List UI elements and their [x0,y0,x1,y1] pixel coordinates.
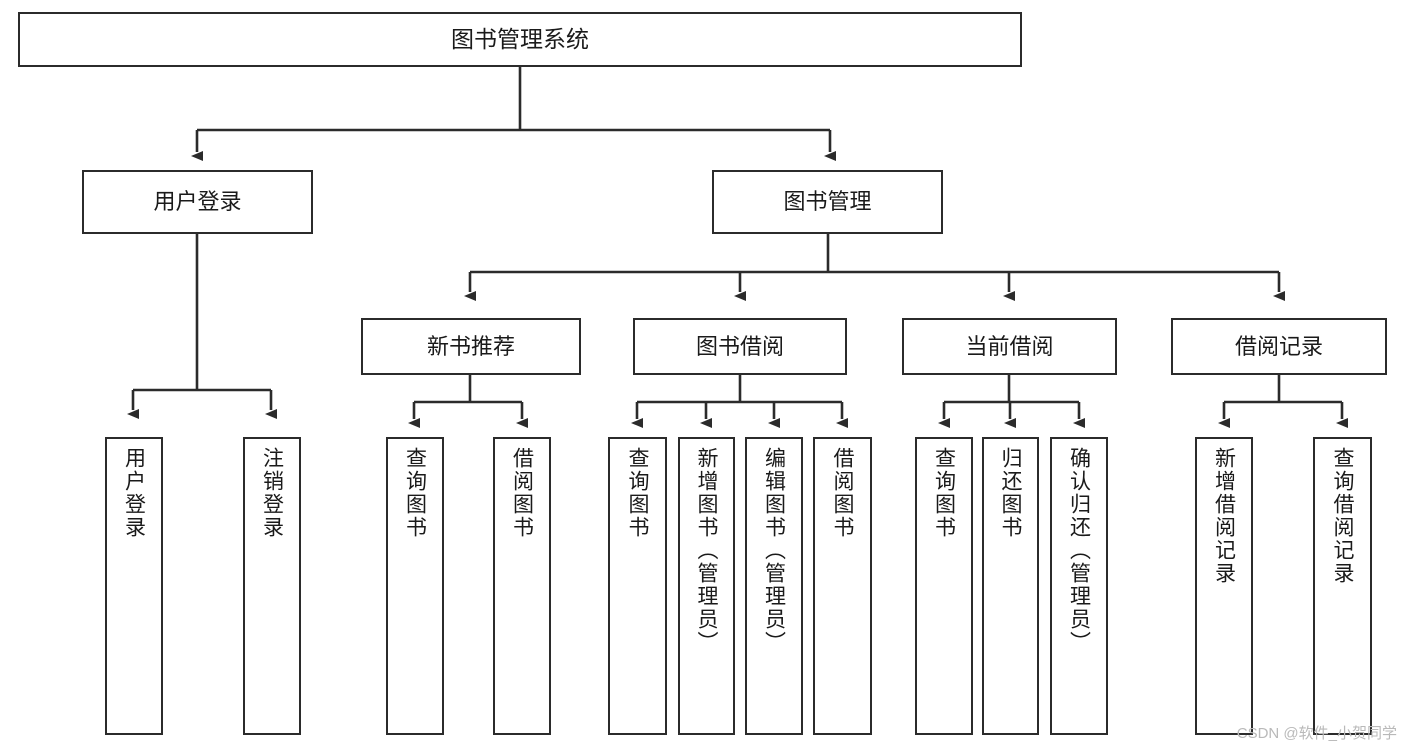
node-label: 新增图书（管理员） [695,447,718,654]
node-label: 用户登录 [122,447,146,539]
leaf-current-return-book[interactable]: 归还图书 [982,437,1039,735]
node-label: 查询图书 [932,447,956,539]
node-book-borrow[interactable]: 图书借阅 [633,318,847,375]
node-label: 用户登录 [153,189,242,215]
node-label: 查询图书 [626,447,649,539]
node-label: 图书管理系统 [451,26,589,53]
leaf-borrow-borrow-book[interactable]: 借阅图书 [813,437,872,735]
node-label: 借阅图书 [510,447,534,539]
node-label: 确认归还（管理员） [1067,447,1091,654]
leaf-borrow-query-book[interactable]: 查询图书 [608,437,667,735]
watermark-text: CSDN @软件_小贺同学 [1236,725,1397,742]
node-current-borrow[interactable]: 当前借阅 [902,318,1117,375]
leaf-current-query-book[interactable]: 查询图书 [915,437,973,735]
node-label: 图书借阅 [695,333,784,359]
leaf-records-query-record[interactable]: 查询借阅记录 [1313,437,1372,735]
leaf-records-add-record[interactable]: 新增借阅记录 [1195,437,1253,735]
node-label: 编辑图书（管理员） [762,447,786,654]
node-label: 注销登录 [260,447,284,539]
leaf-user-login-signout[interactable]: 注销登录 [243,437,301,735]
node-book-management[interactable]: 图书管理 [712,170,943,234]
leaf-new-book-borrow[interactable]: 借阅图书 [493,437,551,735]
node-new-book-recommend[interactable]: 新书推荐 [361,318,581,375]
node-label: 查询借阅记录 [1331,447,1354,585]
node-user-login[interactable]: 用户登录 [82,170,313,234]
node-label: 借阅记录 [1234,333,1323,359]
node-label: 新增借阅记录 [1212,447,1236,585]
leaf-borrow-add-book-admin[interactable]: 新增图书（管理员） [678,437,735,735]
node-label: 图书管理 [783,189,872,215]
node-label: 归还图书 [999,447,1022,539]
node-root-system[interactable]: 图书管理系统 [18,12,1022,67]
leaf-borrow-edit-book-admin[interactable]: 编辑图书（管理员） [745,437,803,735]
node-label: 当前借阅 [965,333,1054,359]
leaf-current-confirm-return-admin[interactable]: 确认归还（管理员） [1050,437,1108,735]
node-borrow-records[interactable]: 借阅记录 [1171,318,1387,375]
node-label: 查询图书 [403,447,427,539]
node-label: 借阅图书 [831,447,854,539]
node-label: 新书推荐 [426,333,515,359]
leaf-new-book-query[interactable]: 查询图书 [386,437,444,735]
leaf-user-login-signin[interactable]: 用户登录 [105,437,163,735]
